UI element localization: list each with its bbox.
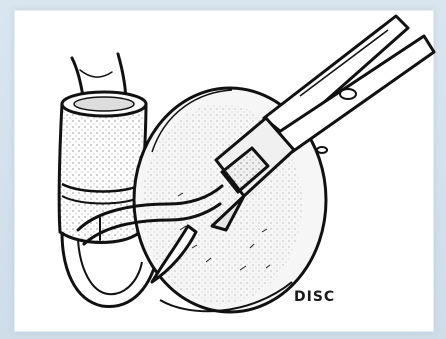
- disc-label: DISC: [294, 289, 335, 305]
- cuff-sleeve: [59, 92, 146, 243]
